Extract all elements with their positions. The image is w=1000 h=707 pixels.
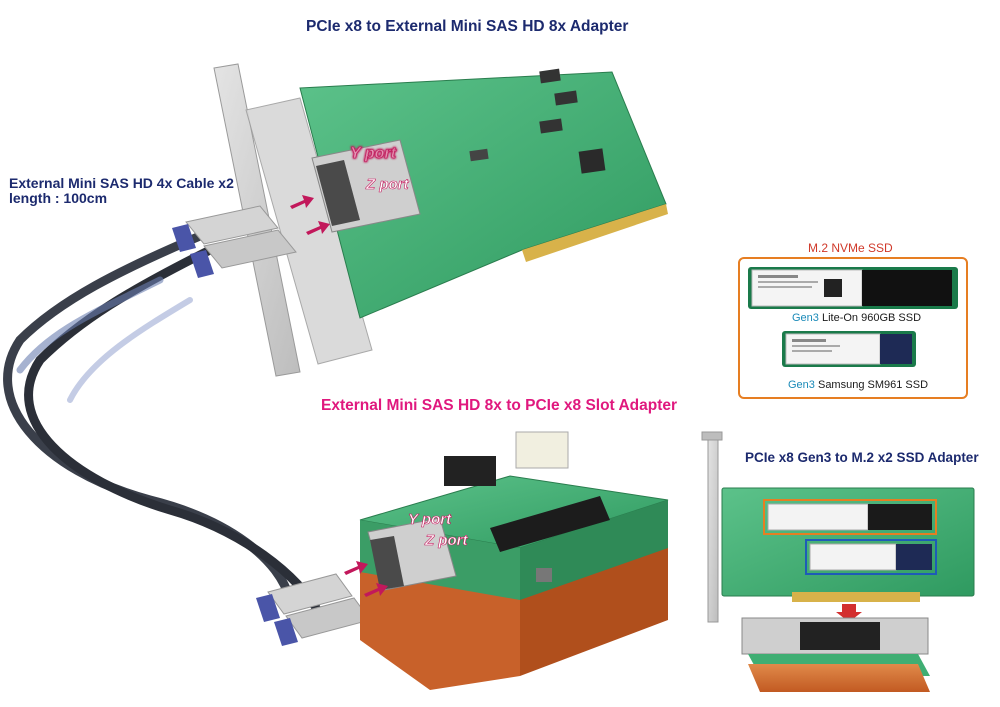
top-y-port-label: Y port: [350, 145, 397, 162]
slot-adapter-board: [359, 431, 669, 690]
ssd1-name: Lite-On 960GB SSD: [818, 312, 922, 324]
nvme-box-title: M.2 NVMe SSD: [808, 241, 893, 255]
ssd2-gen: Gen3: [788, 379, 815, 391]
ssd1-caption: Gen3 Lite-On 960GB SSD: [792, 312, 921, 324]
ssd2-caption: Gen3 Samsung SM961 SSD: [788, 379, 928, 391]
mid-z-port-label: Z port: [424, 532, 468, 549]
top-z-port-label: Z port: [365, 176, 409, 193]
top-y-arrow: [290, 195, 314, 209]
nvme-ssd-graphics: [748, 267, 958, 367]
cable-connector-bottom: [256, 573, 371, 646]
m2-adapter-card: [701, 431, 975, 692]
nvme-ssd-box: Gen3 Lite-On 960GB SSD Gen3 Samsung SM96…: [738, 257, 968, 399]
top-pcie-card: [213, 63, 668, 377]
mid-z-arrow: [364, 583, 388, 597]
top-z-arrow: [306, 221, 330, 235]
cable-connector-top: [172, 205, 297, 278]
cable-label: External Mini SAS HD 4x Cable x2 pcs len…: [9, 176, 262, 206]
mid-adapter-title: External Mini SAS HD 8x to PCIe x8 Slot …: [321, 397, 678, 414]
right-adapter-title: PCIe x8 Gen3 to M.2 x2 SSD Adapter: [745, 450, 979, 465]
ssd2-name: Samsung SM961 SSD: [814, 379, 929, 391]
top-adapter-title: PCIe x8 to External Mini SAS HD 8x Adapt…: [306, 18, 629, 35]
mid-y-arrow: [344, 561, 368, 575]
ssd1-gen: Gen3: [792, 312, 819, 324]
mid-y-port-label: Y port: [408, 511, 452, 528]
cable-label-line1: External Mini SAS HD 4x Cable x2 pcs: [9, 175, 262, 191]
mini-sas-cable: [3, 231, 325, 620]
cable-label-line2: length : 100cm: [9, 190, 108, 206]
